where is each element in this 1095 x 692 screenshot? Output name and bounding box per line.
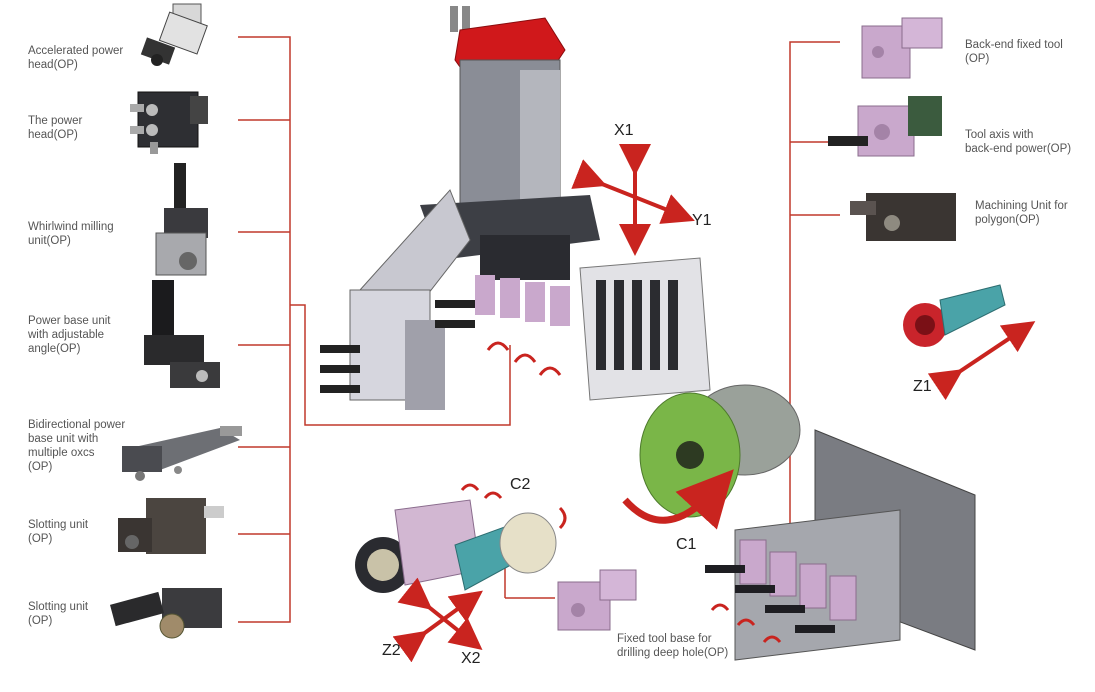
gang-tool-plate bbox=[579, 257, 711, 401]
bottom-spindle-assembly bbox=[355, 483, 567, 593]
tool-axis-back-end-image bbox=[828, 96, 942, 157]
label-whirlwind-milling: Whirlwind milling unit(OP) bbox=[28, 221, 114, 247]
axis-c2-label: C2 bbox=[510, 476, 531, 493]
label-slotting-unit-2: Slotting unit (OP) bbox=[28, 601, 89, 627]
rotation-arcs bbox=[710, 603, 782, 643]
slotting-unit-1-image bbox=[118, 498, 224, 554]
label-fixed-tool-base: Fixed tool base for drilling deep hole(O… bbox=[617, 633, 729, 659]
label-slotting-unit-1: Slotting unit (OP) bbox=[28, 519, 89, 545]
x1-y1-arrows bbox=[571, 144, 695, 256]
green-turret bbox=[622, 384, 801, 530]
left-leader-lines bbox=[238, 36, 511, 623]
label-accelerated-power-head: Accelerated power head(OP) bbox=[28, 45, 124, 71]
label-power-base-adjustable: Power base unit with adjustable angle(OP… bbox=[28, 315, 111, 355]
power-head-image bbox=[130, 91, 208, 154]
axis-c1-label: C1 bbox=[676, 536, 697, 553]
label-back-end-fixed-tool: Back-end fixed tool (OP) bbox=[965, 39, 1063, 65]
axis-z1-label: Z1 bbox=[913, 378, 932, 395]
axis-x2-label: X2 bbox=[461, 650, 481, 667]
label-polygon-unit: Machining Unit for polygon(OP) bbox=[975, 200, 1068, 226]
bidirectional-base-image bbox=[122, 426, 242, 481]
slotting-unit-2-image bbox=[110, 588, 222, 639]
axis-x1-label: X1 bbox=[614, 122, 634, 139]
power-base-adjustable-image bbox=[144, 280, 220, 388]
label-power-head: The power head(OP) bbox=[28, 115, 83, 141]
label-bidirectional-power-base: Bidirectional power base unit with multi… bbox=[28, 419, 126, 473]
z1-collet-image bbox=[903, 284, 1036, 401]
axis-y1-label: Y1 bbox=[692, 212, 712, 229]
z2-x2-arrows bbox=[392, 577, 483, 663]
left-bracket bbox=[320, 189, 475, 410]
polygon-unit-image bbox=[850, 193, 956, 241]
fixed-tool-base-image bbox=[557, 569, 637, 631]
label-tool-axis-back-end-power: Tool axis with back-end power(OP) bbox=[965, 129, 1072, 155]
back-end-fixed-tool-image bbox=[861, 17, 943, 79]
whirlwind-milling-unit-image bbox=[155, 163, 208, 276]
axis-z2-label: Z2 bbox=[382, 642, 401, 659]
accelerated-power-head-image bbox=[140, 3, 208, 66]
right-base-block bbox=[705, 429, 976, 661]
drill-heads bbox=[475, 275, 570, 376]
